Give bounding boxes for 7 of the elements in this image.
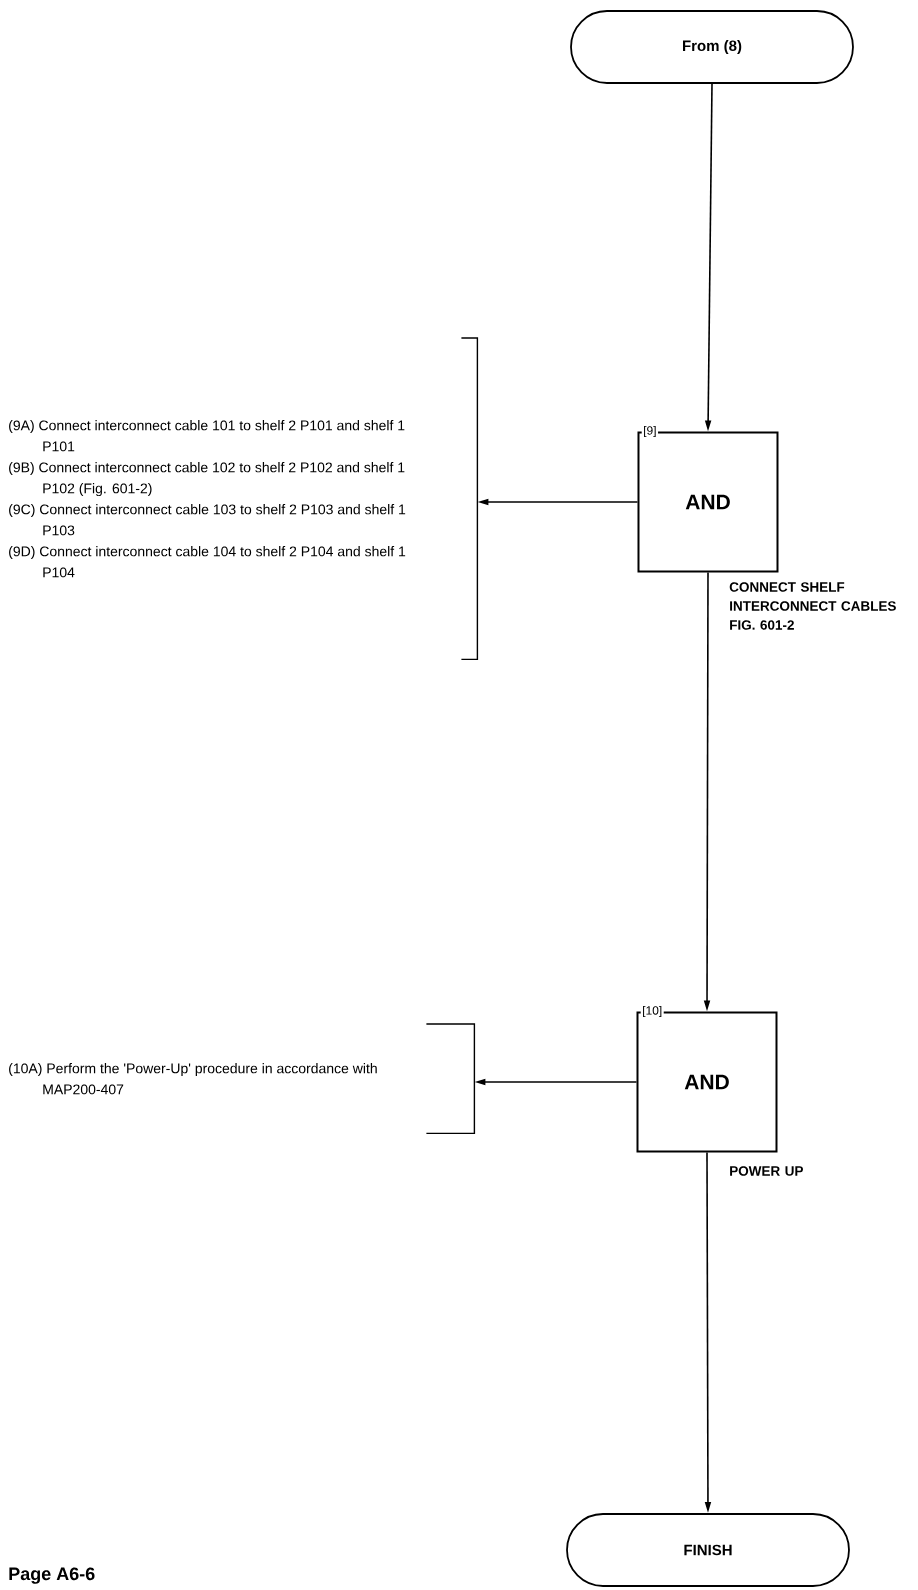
step-caption: CONNECT SHELF INTERCONNECT CABLES FIG. 601-2 [729,582,896,630]
bracketed-note: (9A) Connect interconnect cable 101 to shelf 2 P101 and shelf 1 P101 (9B) Connect interconnect cable 102 to shelf 2 P102 and shelf 1 P102 (Fig. 601-2) (9C) Connect interconnect cable 103 to shelf 2 P103 and shelf 1 P103 (9D) Connect interconnect cable 104 to shelf 2 P104 and shelf 1 P104 [9,337,479,661]
bracketed-note: (10A) Perform the 'Power-Up' procedure in accordance with MAP200-407 [9,1023,476,1135]
step-number: [9] [641,424,659,439]
page-number: Page A6-6 [9,1567,95,1584]
step-number: [10] [640,1004,664,1019]
step-caption: POWER UP [730,1166,803,1176]
